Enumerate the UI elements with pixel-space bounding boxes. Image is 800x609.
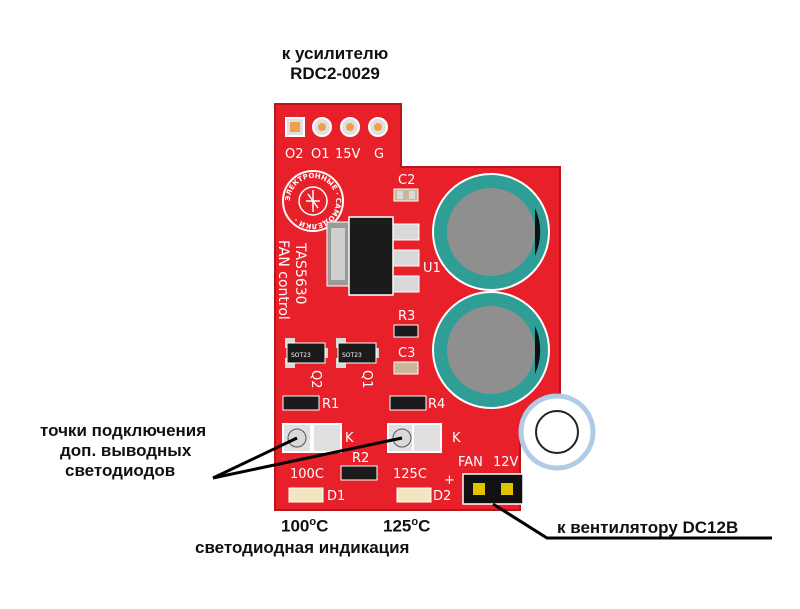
- r4-component: [389, 395, 427, 411]
- mounting-hole-inner: [535, 410, 579, 454]
- led-indication-callout: светодиодная индикация: [195, 538, 410, 557]
- temp1-unit: C: [316, 516, 329, 536]
- fan-label: FAN: [458, 455, 483, 470]
- leader-lines: [212, 436, 772, 540]
- ref-c2: C2: [398, 173, 415, 188]
- ref-r3: R3: [398, 309, 415, 324]
- ref-d2: D2: [433, 489, 451, 504]
- ref-q1: Q1: [359, 370, 374, 389]
- amp-connector: [285, 117, 388, 137]
- connector-label-o1: O1: [311, 147, 330, 162]
- ref-r1: R1: [322, 397, 339, 412]
- fan-control-text: FAN control: [275, 240, 291, 320]
- temp1-degree: o: [309, 516, 317, 528]
- ref-r4: R4: [428, 397, 445, 412]
- ref-u1: U1: [423, 261, 441, 276]
- capacitor-bottom: [432, 291, 550, 409]
- temp1-value: 100: [281, 516, 310, 536]
- amp-callout-line1: к усилителю: [281, 44, 389, 63]
- points-callout: точки подключения доп. выводных светодио…: [40, 421, 206, 481]
- temp2-label: 125C: [393, 467, 427, 482]
- chip-text: TAS5630: [292, 242, 308, 305]
- u1-regulator: [326, 216, 420, 296]
- v12-label: 12V: [493, 455, 519, 470]
- amp-callout: к усилителю RDC2-0029: [255, 44, 415, 84]
- q1-transistor: [336, 338, 379, 368]
- fan-header: [462, 473, 524, 505]
- r2-component: [340, 465, 378, 481]
- temp2-degree: o: [411, 516, 419, 528]
- amp-callout-line2: RDC2-0029: [290, 64, 380, 83]
- temp2-value: 125: [383, 516, 412, 536]
- d1-led: [288, 487, 324, 503]
- led-pad-2: [387, 423, 442, 453]
- points-callout-line1: точки подключения: [40, 421, 207, 440]
- ref-c3: C3: [398, 346, 415, 361]
- k-label-1: K: [345, 431, 354, 446]
- c3-component: [393, 361, 419, 375]
- ref-d1: D1: [327, 489, 345, 504]
- connector-label-g: G: [374, 147, 384, 162]
- q2-sot-label: SOT23: [291, 352, 311, 359]
- ref-r2: R2: [352, 451, 369, 466]
- q2-transistor: [285, 338, 328, 368]
- points-callout-line3: светодиодов: [65, 461, 176, 480]
- r1-component: [282, 395, 320, 411]
- connector-label-o2: O2: [285, 147, 304, 162]
- q1-sot-label: SOT23: [342, 352, 362, 359]
- capacitor-top: [432, 173, 550, 291]
- points-callout-line2: доп. выводных: [60, 441, 192, 460]
- r3-component: [393, 324, 419, 338]
- connector-label-15v: 15V: [335, 147, 361, 162]
- temp2-unit: C: [418, 516, 431, 536]
- temp1-callout: 100oC: [281, 512, 328, 537]
- ref-q2: Q2: [308, 370, 323, 389]
- led-pad-1: [282, 423, 342, 453]
- temp1-label: 100C: [290, 467, 324, 482]
- plus-label: +: [444, 473, 455, 488]
- fan-callout: к вентилятору DC12B: [557, 518, 739, 537]
- d2-led: [396, 487, 432, 503]
- temp2-callout: 125oC: [383, 512, 430, 537]
- k-label-2: K: [452, 431, 461, 446]
- minus-label: –: [530, 473, 537, 488]
